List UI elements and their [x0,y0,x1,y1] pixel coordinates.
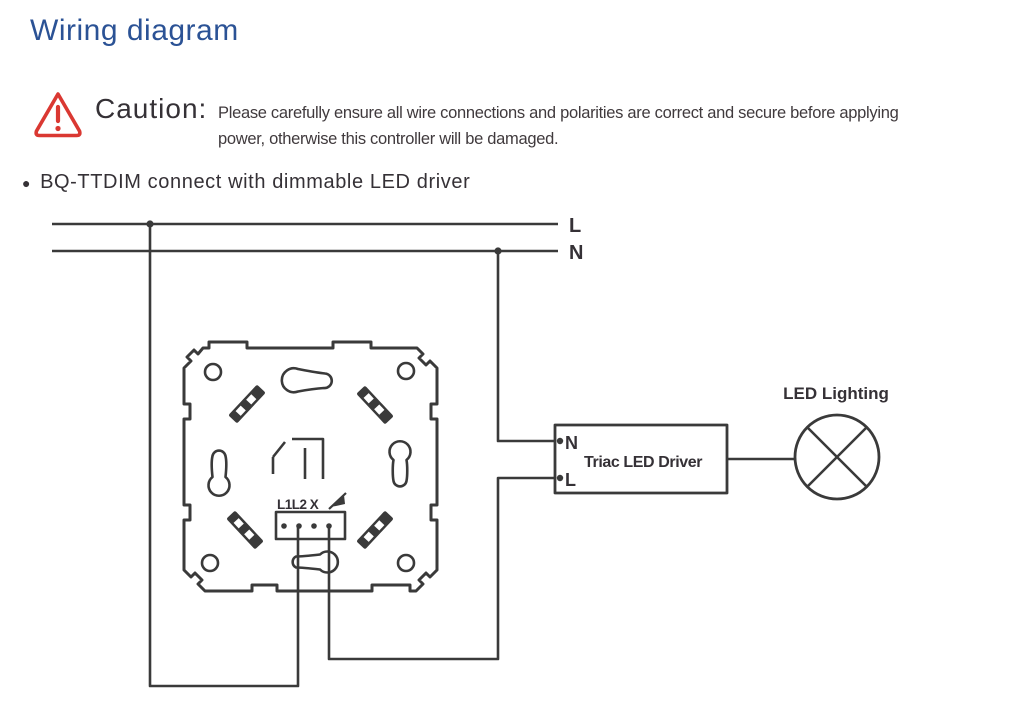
keyhole-slot-left [207,449,231,498]
mounting-strap [357,386,393,424]
lamp-symbol [793,413,881,501]
caution-text: Please carefully ensure all wire connect… [218,100,1018,152]
driver-neutral-label: N [565,433,578,453]
terminal-dot-x [311,523,317,529]
terminal-dot-aux [326,523,332,529]
live-bus-label: L [569,215,581,237]
keyhole-slot-top [280,367,334,394]
neutral-bus-label: N [569,242,583,264]
mounting-strap [227,511,263,549]
driver-title: Triac LED Driver [584,454,702,471]
screw-hole [396,361,416,381]
wire-live-to-dimmer [148,224,300,688]
driver-box [553,423,729,495]
driver-n-terminal-dot [556,437,564,445]
wiring-diagram: L N L1L2 X N L Triac LED Driver LED Ligh… [52,215,889,688]
driver-live-label: L [565,470,576,490]
screw-hole [200,553,220,573]
screw-hole [203,362,223,382]
wire-dimmer-to-driver-live [327,476,556,661]
dimmer-plate-outline [182,340,439,593]
section-heading: ● BQ-TTDIM connect with dimmable LED dri… [22,171,470,194]
crossed-out-icon [328,492,347,510]
section-heading-label: BQ-TTDIM connect with dimmable LED drive… [40,171,471,193]
terminal-labels: L1L2 X [277,497,319,512]
terminal-dot-l1 [281,523,287,529]
caution-heading: Caution: [95,93,208,124]
keyhole-slot-right [388,439,412,488]
page-title: Wiring diagram [30,14,239,47]
wire-neutral-to-driver [496,251,556,443]
caution-text-line2: power, otherwise this controller will be… [218,130,559,148]
warning-triangle-icon [34,92,82,138]
junction-dot-live [146,220,154,228]
driver-l-terminal-dot [556,474,564,482]
screw-hole [396,553,416,573]
terminal-block [274,510,347,541]
caution-text-line1: Please carefully ensure all wire connect… [218,104,899,122]
switch-symbol [271,437,325,479]
bullet-icon: ● [22,174,32,191]
mounting-strap [357,511,393,549]
junction-dot-neutral [494,247,502,255]
mounting-strap [229,385,265,423]
lamp-label: LED Lighting [783,384,889,403]
dimmer-plate [182,340,439,593]
